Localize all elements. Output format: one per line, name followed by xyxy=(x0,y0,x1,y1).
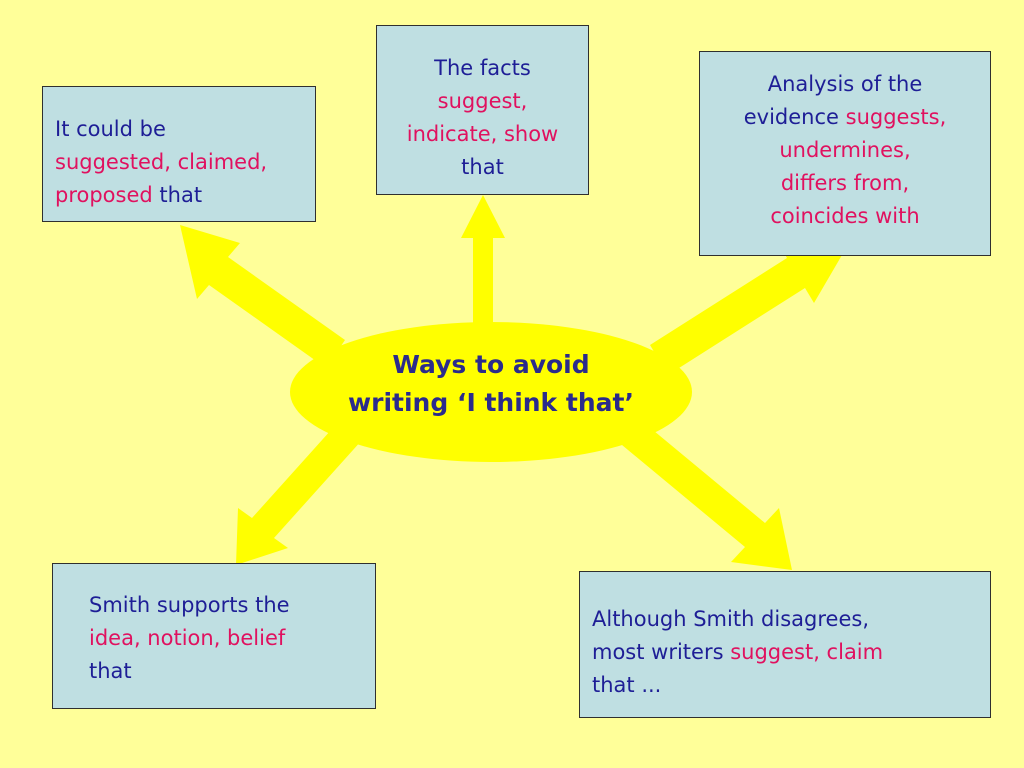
box-top-center-end: that xyxy=(461,155,504,179)
arrow-to-bottom-right-box xyxy=(622,421,792,570)
box-top-left-line1: It could be xyxy=(55,117,166,141)
box-top-center-line1: The facts xyxy=(434,56,531,80)
central-topic-line1: Ways to avoid xyxy=(392,350,590,379)
box-top-center-pink1: suggest, xyxy=(437,89,528,113)
box-top-right: Analysis of the evidence suggests, under… xyxy=(699,51,991,256)
arrow-to-bottom-left-box xyxy=(236,420,362,565)
central-topic-line2: writing ‘I think that’ xyxy=(348,388,634,417)
box-bottom-left-end: that xyxy=(89,659,132,683)
box-top-left: It could be suggested, claimed, proposed… xyxy=(42,86,316,222)
box-bottom-left-pink1: idea, notion, belief xyxy=(89,626,286,650)
box-top-right-pink3: differs from, xyxy=(780,171,910,195)
arrow-to-top-right-box xyxy=(650,243,842,375)
box-top-center-pink2: indicate, show xyxy=(406,122,559,146)
box-top-left-pink1: suggested, claimed, xyxy=(55,150,268,174)
box-top-right-pink1: suggests, xyxy=(845,105,947,129)
box-bottom-left-line1: Smith supports the xyxy=(89,593,290,617)
central-ellipse xyxy=(290,322,692,462)
box-bottom-right-pink1: suggest, claim xyxy=(730,640,884,664)
box-top-right-pink4: coincides with xyxy=(770,204,920,228)
arrow-to-top-left-box xyxy=(180,225,345,368)
box-top-left-pink2: proposed xyxy=(55,183,153,207)
box-top-right-line1: Analysis of the xyxy=(767,72,923,96)
box-bottom-left: Smith supports the idea, notion, belief … xyxy=(52,563,376,709)
box-bottom-right: Although Smith disagrees, most writers s… xyxy=(579,571,991,718)
box-top-center: The facts suggest, indicate, show that xyxy=(376,25,589,195)
box-top-left-line3: proposed that xyxy=(55,179,315,212)
box-bottom-right-line1: Although Smith disagrees, xyxy=(592,607,869,631)
box-top-right-line2-start: evidence xyxy=(743,105,846,129)
box-bottom-right-line2: most writers suggest, claim xyxy=(592,636,990,669)
arrow-to-top-center-box xyxy=(461,195,505,340)
central-topic: Ways to avoid writing ‘I think that’ xyxy=(290,346,692,422)
box-top-right-line2: evidence suggests, xyxy=(700,101,990,134)
box-bottom-right-line2-start: most writers xyxy=(592,640,731,664)
box-bottom-right-end: that ... xyxy=(592,673,662,697)
box-top-right-pink2: undermines, xyxy=(779,138,911,162)
box-top-left-end: that xyxy=(152,183,203,207)
